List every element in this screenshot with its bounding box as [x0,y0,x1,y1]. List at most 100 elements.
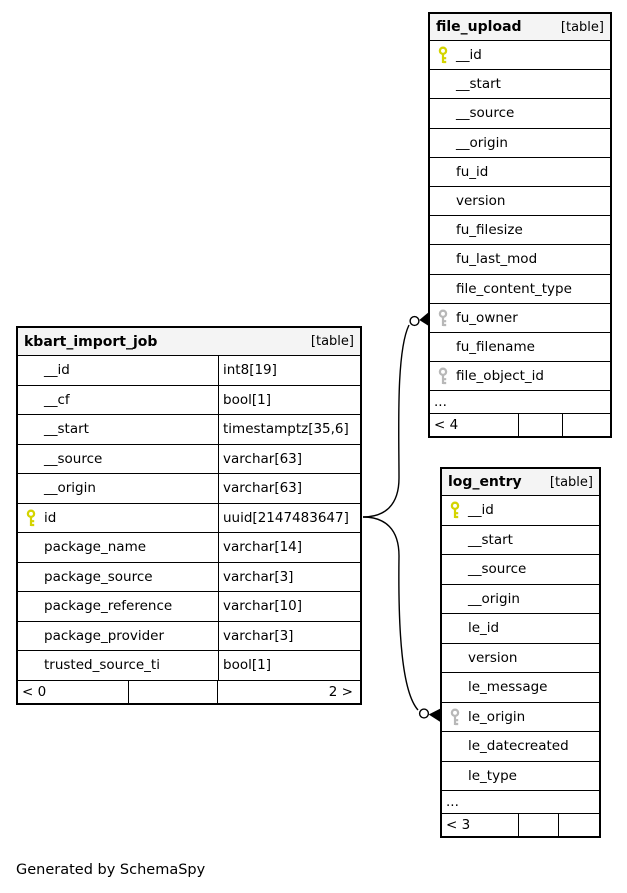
degree-footer: < 3 [442,813,599,836]
column-row: __source [430,98,610,128]
column-row: le_message [442,672,599,702]
column-name: version [468,649,518,666]
column-row: fu_filename [430,331,610,362]
table-tag: [table] [310,334,354,349]
column-name: package_source [44,568,153,585]
column-name: package_reference [44,598,173,615]
column-name: fu_filename [456,338,535,355]
column-row: le_datecreated [442,731,599,761]
crowfoot-arrow [419,312,428,326]
column-row: __source varchar[63] [18,443,360,473]
table-header[interactable]: file_upload [table] [430,14,610,40]
table-tag: [table] [560,19,604,35]
column-name: id [44,509,57,526]
column-row: package_provider varchar[3] [18,620,360,650]
column-name: version [456,193,506,210]
column-name: trusted_source_ti [44,657,160,674]
table-kbart-import-job: kbart_import_job [table] __id int8[19] _… [16,326,362,705]
column-row: le_origin [442,701,599,731]
column-name: le_datecreated [468,738,569,755]
column-row: __id [430,40,610,70]
column-name: fu_owner [456,309,518,326]
parent-count: < 4 [434,417,459,434]
footer-mid-cell [518,814,558,836]
child-count [562,414,608,437]
column-row: package_name varchar[14] [18,532,360,562]
column-name: le_id [468,620,500,637]
column-name: __start [456,76,501,93]
ellipsis-row: ... [442,790,599,813]
column-name: __origin [456,134,508,151]
child-count: 2 > [217,680,360,703]
column-type: varchar[14] [218,533,360,562]
primary-key-icon [437,46,450,64]
column-row: __id [442,495,599,525]
column-row: fu_filesize [430,215,610,245]
column-name: package_name [44,539,147,556]
relationship-kbart-id-to-log-entry-le-origin [362,516,440,722]
primary-key-icon [25,509,38,527]
column-row: __cf bool[1] [18,384,360,414]
column-name: __origin [44,480,96,497]
column-row: __start timestamptz[35,6] [18,414,360,444]
column-name: file_content_type [456,280,572,297]
column-row: le_type [442,760,599,790]
foreign-key-icon [437,367,450,385]
column-row: le_id [442,613,599,643]
relationship-kbart-id-to-file-upload-fu-owner [362,312,428,518]
column-row: version [430,185,610,216]
column-row: package_source varchar[3] [18,561,360,591]
degree-footer: < 0 2 > [18,679,360,703]
column-row: file_content_type [430,273,610,303]
table-log-entry: log_entry [table] __id __start __source … [440,467,601,838]
column-type: varchar[63] [218,444,360,473]
column-name: le_message [468,679,548,696]
column-name: le_origin [468,708,526,725]
column-type: int8[19] [218,356,360,385]
column-name: __id [456,47,482,64]
column-name: fu_id [456,163,489,180]
column-name: __source [456,105,515,122]
column-type: varchar[10] [218,592,360,621]
column-name: __start [44,421,89,438]
column-type: bool[1] [218,385,360,414]
column-row: __start [430,69,610,99]
column-name: __id [44,362,70,379]
column-name: fu_filesize [456,222,523,239]
column-row: __source [442,554,599,584]
column-row: __origin varchar[63] [18,473,360,503]
column-name: file_object_id [456,368,544,385]
footer-mid-cell [518,414,562,437]
column-row: fu_id [430,156,610,186]
column-name: __source [44,450,103,467]
column-type: varchar[3] [218,562,360,591]
column-type: uuid[2147483647] [218,503,360,532]
table-file-upload: file_upload [table] __id __start __sourc… [428,12,612,439]
column-type: varchar[3] [218,621,360,650]
column-name: le_type [468,767,517,784]
parent-count: < 3 [446,817,471,833]
column-name: fu_last_mod [456,251,538,268]
column-type: varchar[63] [218,474,360,503]
generator-credit: Generated by SchemaSpy [16,862,206,878]
zero-or-one-dot [409,315,420,327]
foreign-key-icon [449,708,462,726]
table-tag: [table] [549,474,593,490]
column-name: __cf [44,391,70,408]
column-name: __id [468,502,494,519]
column-row: __origin [442,583,599,613]
column-type: bool[1] [218,651,360,680]
degree-footer: < 4 [430,413,610,437]
column-row: __origin [430,127,610,157]
table-header[interactable]: kbart_import_job [table] [18,328,360,355]
child-count [558,814,597,836]
column-row: version [442,642,599,672]
footer-mid-cell [128,680,217,703]
table-name: log_entry [448,474,522,490]
column-row: fu_owner [430,302,610,332]
crowfoot-arrow [428,708,440,722]
table-header[interactable]: log_entry [table] [442,469,599,495]
column-row: fu_last_mod [430,244,610,274]
column-row: __id int8[19] [18,355,360,385]
foreign-key-icon [437,309,450,327]
